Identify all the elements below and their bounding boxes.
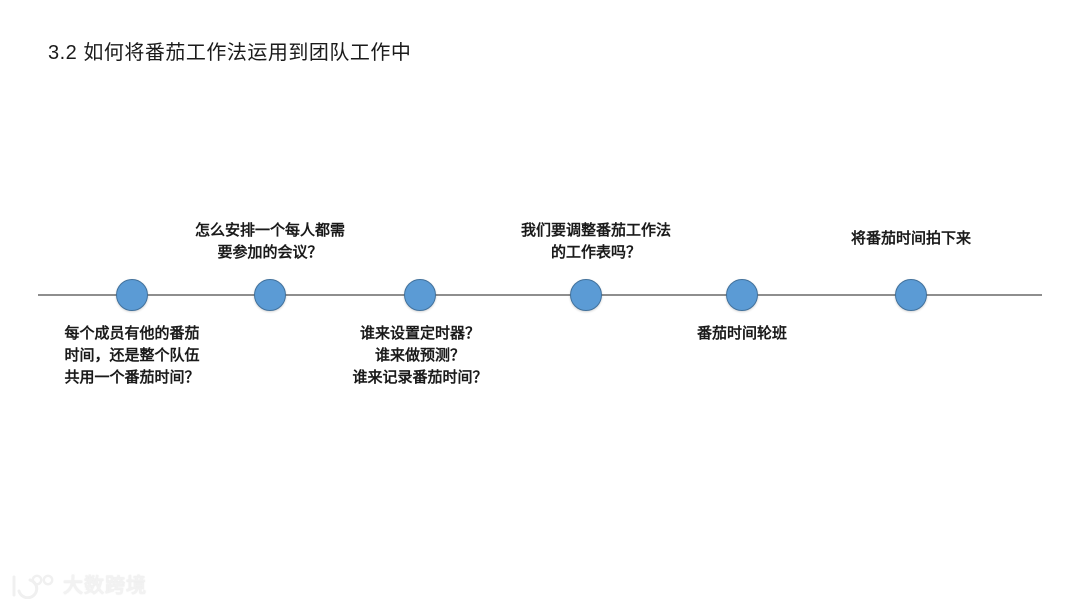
timeline-axis-line (38, 294, 1042, 296)
timeline-node-2-label: 怎么安排一个每人都需 要参加的会议？ (194, 222, 345, 261)
timeline-node-3[interactable] (404, 279, 436, 311)
timeline-node-5[interactable] (726, 279, 758, 311)
timeline-node-5-label: 番茄时间轮班 (696, 325, 787, 342)
timeline-node-4[interactable] (570, 279, 602, 311)
timeline-node-2[interactable] (254, 279, 286, 311)
timeline-node-1[interactable] (116, 279, 148, 311)
timeline-node-4-label: 我们要调整番茄工作法 的工作表吗？ (520, 222, 671, 261)
page-title: 3.2 如何将番茄工作法运用到团队工作中 (48, 42, 412, 64)
timeline-node-3-label: 谁来设置定时器？ 谁来做预测？ 谁来记录番茄时间？ (352, 325, 488, 386)
timeline-node-1-label: 每个成员有他的番茄 时间，还是整个队伍 共用一个番茄时间？ (64, 325, 200, 386)
timeline-node-6-label: 将番茄时间拍下来 (850, 230, 971, 247)
timeline-node-6[interactable] (895, 279, 927, 311)
